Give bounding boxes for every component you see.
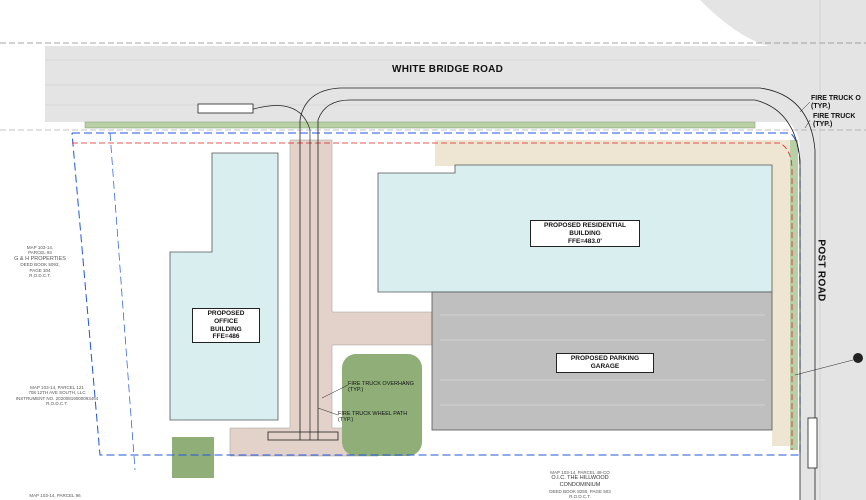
note-line: (TYP.): [811, 102, 831, 110]
parcel-line: PARCEL 93: [28, 250, 52, 256]
office-label-line2: BUILDING: [210, 325, 242, 333]
parcel-line: INSTRUMENT NO. 20200819000093454: [15, 395, 99, 401]
office-ffe: FFE=486: [212, 333, 240, 341]
note-line: FIRE TRUCK: [813, 113, 856, 120]
fire-truck-path: [299, 87, 816, 500]
white-bridge-road-label: WHITE BRIDGE ROAD: [392, 64, 504, 75]
driveway: [229, 139, 433, 457]
note-line: FIRE TRUCK OVERHANG: [348, 381, 414, 387]
residential-building-label: PROPOSED RESIDENTIAL BUILDING FFE=483.0': [530, 220, 640, 248]
parcel-line: CONDOMINIUM: [559, 481, 601, 488]
white-bridge-road: [45, 46, 790, 122]
parcel-line: MAP 103-14, PARCEL 48-CO: [550, 470, 610, 475]
parcel-line: G & H PROPERTIES: [14, 255, 66, 262]
lawn: [342, 354, 422, 456]
parcel-line: MAP 103-14, PARCEL 121: [30, 385, 84, 390]
planting-strip: [84, 121, 756, 129]
lawn-small: [172, 437, 214, 478]
wheel-note-right: FIRE TRUCK(TYP.): [813, 113, 855, 128]
fire-truck: [197, 103, 254, 114]
office-building-label: PROPOSED OFFICE BUILDING FFE=486: [192, 308, 260, 344]
plaza: [435, 140, 790, 166]
office-building: [169, 152, 279, 421]
note-line: (TYP.): [813, 120, 833, 128]
road-curve: [700, 0, 790, 46]
overhang-note-right: FIRE TRUCK O(TYP.): [811, 95, 861, 110]
overhang-note: FIRE TRUCK OVERHANG(TYP.): [348, 381, 414, 394]
residential-label-line1: PROPOSED RESIDENTIAL BUILDING: [544, 222, 626, 237]
office-label-line1: PROPOSED OFFICE: [207, 310, 245, 325]
parcel-line: PAGE 304: [29, 267, 51, 273]
post-road-label: POST ROAD: [815, 239, 827, 302]
note-line: (TYP.): [348, 387, 364, 394]
parcel-line: R.O.D.C.T.: [46, 401, 68, 407]
parcel-line: R.O.D.C.T.: [569, 493, 591, 499]
parcel-line: 708 12TH AVE SOUTH, LLC: [28, 390, 86, 396]
post-road: [770, 0, 866, 500]
garage-label: PROPOSED PARKING GARAGE: [556, 353, 654, 373]
setback-line: [72, 142, 793, 450]
note-line: FIRE TRUCK O: [811, 95, 861, 102]
parcel-line: DEED BOOK 5093,: [20, 262, 60, 268]
parcel-line: MAP 103-14,: [26, 245, 54, 250]
parcel-line: MAP 103-14, PARCEL 96: [29, 493, 81, 498]
parcel-line: DEED BOOK 8250, PAGE 503: [549, 488, 611, 494]
parcel-line: R.O.D.C.T.: [29, 273, 51, 279]
north-arrow-icon: [853, 353, 863, 363]
parcel-line: O.I.C. THE HILLWOOD: [551, 475, 609, 482]
note-line: (TYP.): [338, 417, 354, 424]
parcel-96: MAP 103-14, PARCEL 96: [15, 493, 95, 498]
wheel-path-note: FIRE TRUCK WHEEL PATH(TYP.): [338, 411, 407, 424]
residential-ffe: FFE=483.0': [568, 237, 602, 245]
note-line: FIRE TRUCK WHEEL PATH: [338, 411, 408, 417]
